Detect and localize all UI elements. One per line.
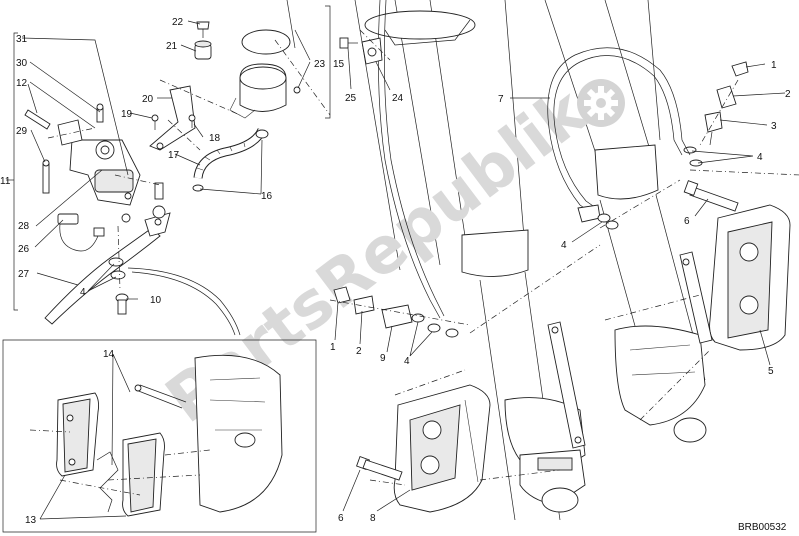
- caliper-right-5: [709, 204, 791, 351]
- fork-foot-right: [614, 325, 707, 443]
- lever-adjuster: [152, 182, 166, 219]
- fork-guard-bracket-left: [547, 321, 586, 449]
- screws-12: [24, 103, 104, 130]
- callout-11: 11: [0, 176, 11, 187]
- callout-4-left: 4: [80, 287, 86, 298]
- callout-6-right: 6: [684, 216, 690, 227]
- screw-22: [196, 21, 210, 38]
- hose-17: [193, 127, 267, 179]
- caliper-left-8: [393, 384, 491, 513]
- callout-4-center: 4: [404, 356, 410, 367]
- assembly-axes: [29, 29, 799, 496]
- callout-28: 28: [18, 221, 30, 232]
- callout-30: 30: [16, 58, 28, 69]
- callout-26: 26: [18, 244, 30, 255]
- screw-18: [188, 114, 196, 128]
- callout-27: 27: [18, 269, 30, 280]
- fork-guard-bracket-right: [679, 251, 713, 344]
- bleed-cap-1-center: [333, 286, 351, 304]
- callout-16: 16: [261, 191, 273, 202]
- banjo-bolt-10: [108, 257, 129, 315]
- callout-17: 17: [168, 150, 180, 161]
- callout-9: 9: [380, 353, 386, 364]
- brake-light-switch: [57, 213, 105, 252]
- callout-18: 18: [209, 133, 221, 144]
- screw-19: [151, 114, 159, 130]
- callout-12: 12: [16, 78, 28, 89]
- pad-left: [56, 392, 100, 477]
- caliper-bolt-left-6: [356, 456, 403, 481]
- bleed-cap-1-top: [731, 61, 749, 77]
- fitting-3: [704, 111, 723, 146]
- right-fork-tube: [544, 0, 706, 381]
- callout-labels: 1 1 2 2 3 4 4 4 4 5 6 6 7 8 9 10 11 12 1…: [0, 17, 791, 526]
- callout-25: 25: [345, 93, 357, 104]
- leader-lines: [21, 20, 786, 520]
- callout-8: 8: [370, 513, 376, 524]
- brake-hose-front: [127, 267, 241, 336]
- brake-fluid-reservoir: [229, 0, 301, 119]
- callout-5: 5: [768, 366, 774, 377]
- washers-4-top: [683, 146, 703, 167]
- callout-20: 20: [142, 94, 154, 105]
- reservoir-bracket-20: [149, 85, 196, 151]
- callout-19: 19: [121, 109, 133, 120]
- callout-7: 7: [498, 94, 504, 105]
- callout-6-left: 6: [338, 513, 344, 524]
- hose-guide-24: [361, 37, 383, 65]
- washers-4-mid: [597, 213, 619, 230]
- callout-10: 10: [150, 295, 162, 306]
- fork-foot-left: [504, 397, 586, 513]
- callout-1-center: 1: [330, 342, 336, 353]
- screw-25: [339, 37, 358, 49]
- pad-spring-14: [96, 384, 187, 513]
- grommet-21: [194, 40, 212, 60]
- callout-23: 23: [314, 59, 326, 70]
- callout-15: 15: [333, 59, 345, 70]
- washers-4-center: [411, 313, 459, 338]
- bleed-valve-2-center: [353, 295, 375, 315]
- callout-13: 13: [25, 515, 37, 526]
- gear-icon: [577, 79, 625, 127]
- callout-2-center: 2: [356, 346, 362, 357]
- callout-3: 3: [771, 121, 777, 132]
- callout-22: 22: [172, 17, 184, 28]
- diagram-code: BRB00532: [738, 522, 787, 533]
- pads-detail-box: [2, 339, 317, 533]
- brake-lever-27: [44, 212, 171, 325]
- callout-4-mid: 4: [561, 240, 567, 251]
- callout-1-top: 1: [771, 60, 777, 71]
- master-cylinder: [57, 119, 141, 223]
- pivot-pin-29: [42, 159, 50, 194]
- callout-24: 24: [392, 93, 404, 104]
- callout-4-top: 4: [757, 152, 763, 163]
- caliper-bolt-right-6: [683, 180, 739, 212]
- callout-31: 31: [16, 34, 28, 45]
- hose-clamp-16: [192, 129, 269, 192]
- group-bracket-left: [6, 32, 18, 311]
- callout-21: 21: [166, 41, 178, 52]
- fitting-9: [381, 304, 413, 329]
- callout-14: 14: [103, 349, 115, 360]
- group-bracket-right: [325, 5, 331, 119]
- pad-right: [122, 432, 165, 517]
- callout-29: 29: [16, 126, 28, 137]
- left-fork-tube: [354, 0, 561, 521]
- bleed-valve-2-top: [716, 85, 737, 109]
- callout-2-top: 2: [785, 89, 791, 100]
